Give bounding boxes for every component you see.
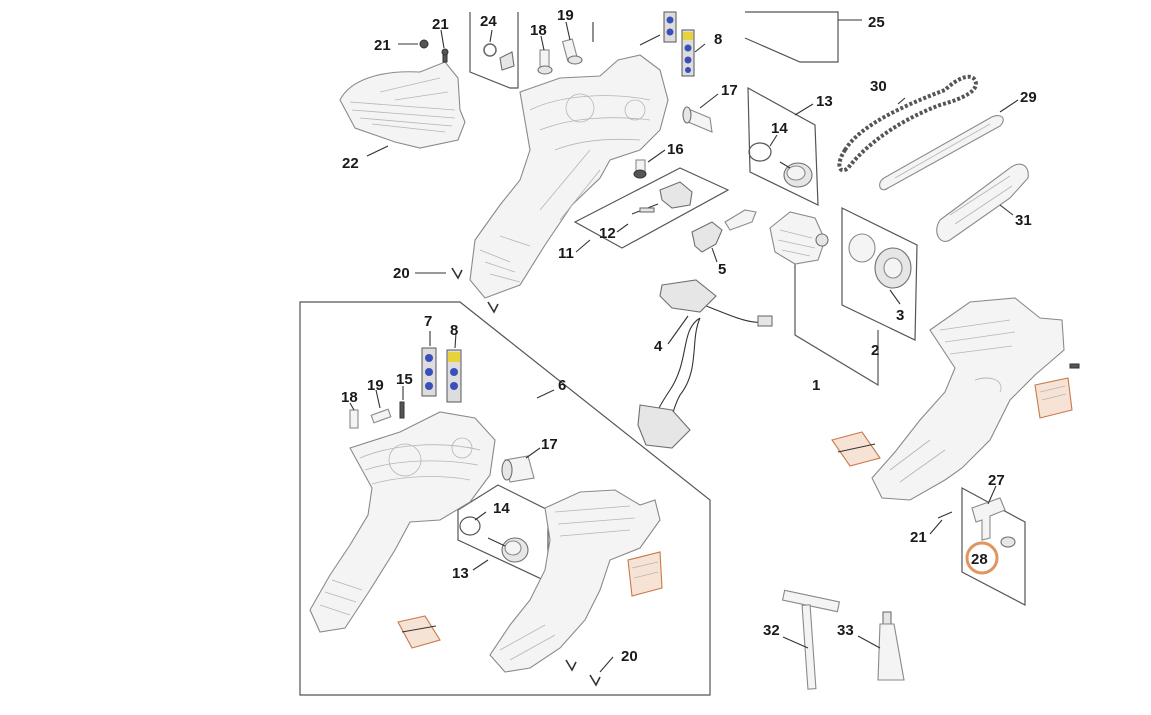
- warning-label-right[interactable]: [1034, 377, 1073, 419]
- trigger-5[interactable]: [691, 209, 757, 253]
- group-boxes: [299, 11, 1026, 696]
- callout-29[interactable]: 29: [1020, 89, 1037, 106]
- callout-17-top[interactable]: 17: [721, 82, 738, 99]
- callout-20-lower[interactable]: 20: [621, 648, 638, 665]
- screw-21-top[interactable]: [419, 39, 449, 63]
- highlight-ring-28[interactable]: [965, 541, 999, 575]
- callout-7-lower[interactable]: 7: [424, 313, 432, 330]
- callout-14-top[interactable]: 14: [771, 120, 788, 137]
- callout-labels: 21 21 22 24 18 19 8 25 17 13 14 30 29 16…: [341, 7, 1037, 665]
- screw-19-lower[interactable]: [370, 408, 392, 424]
- callout-13-top[interactable]: 13: [816, 93, 833, 110]
- callout-13-lower[interactable]: 13: [452, 565, 469, 582]
- callout-4[interactable]: 4: [654, 338, 663, 355]
- bracket-27[interactable]: [937, 497, 1006, 541]
- sticker-7-lower[interactable]: [421, 347, 437, 397]
- knob-13-lower[interactable]: [487, 537, 529, 563]
- housing-half-upper[interactable]: [469, 54, 669, 299]
- sleeve-17-lower[interactable]: [501, 455, 535, 483]
- warning-label-lower-center[interactable]: [627, 551, 663, 597]
- callout-24[interactable]: 24: [480, 13, 497, 30]
- callout-18-top[interactable]: 18: [530, 22, 547, 39]
- callout-21-top-right[interactable]: 21: [432, 16, 449, 33]
- screw-18-lower[interactable]: [349, 409, 359, 429]
- callout-8-top[interactable]: 8: [714, 31, 722, 48]
- grease-tube-33[interactable]: [877, 611, 905, 681]
- callout-30[interactable]: 30: [870, 78, 887, 95]
- bolt-16[interactable]: [633, 159, 647, 179]
- motor-part[interactable]: [769, 211, 829, 265]
- knob-13-top[interactable]: [779, 161, 813, 188]
- callout-2[interactable]: 2: [871, 342, 879, 359]
- callout-32[interactable]: 32: [763, 622, 780, 639]
- callout-22[interactable]: 22: [342, 155, 359, 172]
- wiring-harness-4[interactable]: [637, 279, 773, 449]
- callout-19-top[interactable]: 19: [557, 7, 574, 24]
- saw-chain-30[interactable]: [837, 74, 978, 173]
- sleeve-17-top[interactable]: [682, 106, 713, 133]
- callout-6[interactable]: 6: [558, 377, 566, 394]
- bar-cover-31[interactable]: [936, 163, 1029, 242]
- callout-12[interactable]: 12: [599, 225, 616, 242]
- o-ring-14-top[interactable]: [748, 142, 772, 162]
- callout-3[interactable]: 3: [896, 307, 904, 324]
- callout-20-top[interactable]: 20: [393, 265, 410, 282]
- t-wrench-32[interactable]: [781, 589, 841, 690]
- plug-28-part[interactable]: [1000, 536, 1016, 548]
- callout-28[interactable]: 28: [971, 551, 988, 568]
- callout-25[interactable]: 25: [868, 14, 885, 31]
- callout-31[interactable]: 31: [1015, 212, 1032, 229]
- housing-cover-right[interactable]: [871, 297, 1065, 501]
- callout-14-lower[interactable]: 14: [493, 500, 510, 517]
- screw-18-top[interactable]: [537, 49, 553, 75]
- guide-bar-29[interactable]: [879, 115, 1004, 191]
- leader-lines: [349, 21, 1019, 673]
- callout-5[interactable]: 5: [718, 261, 726, 278]
- callout-15-lower[interactable]: 15: [396, 371, 413, 388]
- screw-19-top[interactable]: [561, 38, 583, 65]
- ring-24-part[interactable]: [483, 43, 515, 71]
- callout-19-lower[interactable]: 19: [367, 377, 384, 394]
- sprocket-part[interactable]: [848, 233, 912, 289]
- pin-15-lower[interactable]: [399, 401, 405, 419]
- screw-right-21[interactable]: [1069, 363, 1080, 369]
- callout-1[interactable]: 1: [812, 377, 820, 394]
- callout-21-right[interactable]: 21: [910, 529, 927, 546]
- o-ring-14-lower[interactable]: [459, 516, 481, 536]
- callout-17-lower[interactable]: 17: [541, 436, 558, 453]
- callout-8-lower[interactable]: 8: [450, 322, 458, 339]
- callout-11[interactable]: 11: [558, 245, 574, 262]
- clip-20-lower[interactable]: [565, 659, 601, 687]
- switch-12-part[interactable]: [631, 181, 693, 215]
- part-drawings: [309, 11, 1080, 690]
- warning-label-center[interactable]: [831, 431, 881, 467]
- callout-21-top-left[interactable]: 21: [374, 37, 391, 54]
- housing-cover-lower[interactable]: [489, 489, 661, 673]
- callout-16[interactable]: 16: [667, 141, 684, 158]
- callout-27[interactable]: 27: [988, 472, 1005, 489]
- sticker-7-top[interactable]: [663, 11, 677, 43]
- clip-20-top[interactable]: [451, 267, 499, 314]
- housing-half-lower[interactable]: [309, 411, 496, 633]
- sticker-8-top[interactable]: [681, 29, 695, 77]
- callout-33[interactable]: 33: [837, 622, 854, 639]
- warning-label-lower[interactable]: [397, 615, 441, 649]
- callout-18-lower[interactable]: 18: [341, 389, 358, 406]
- sticker-8-lower[interactable]: [446, 349, 462, 403]
- hand-guard-part[interactable]: [339, 61, 466, 149]
